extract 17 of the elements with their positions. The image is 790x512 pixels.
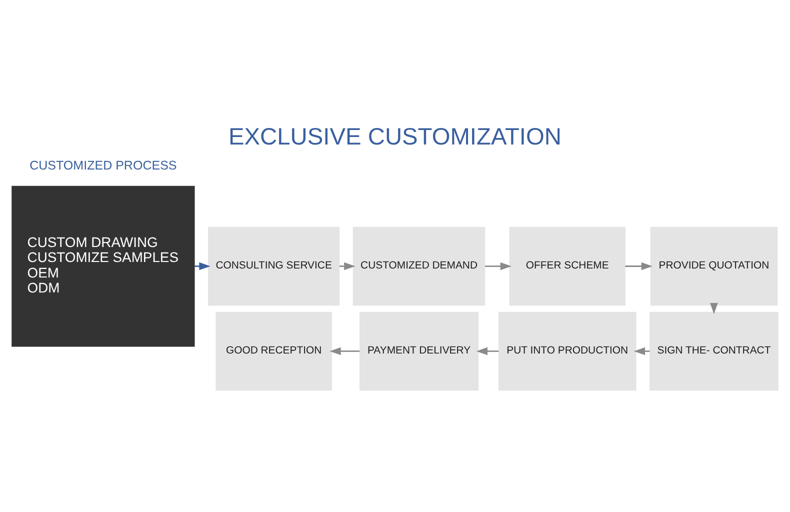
node-box: PAYMENT DELIVERY — [359, 311, 479, 390]
arrow — [634, 346, 650, 355]
node-box: SIGN THE- CONTRACT — [650, 311, 778, 390]
arrow — [476, 346, 499, 355]
arrow — [625, 262, 652, 270]
diagram-title: EXCLUSIVE CUSTOMIZATION — [228, 124, 562, 150]
node-box: OFFER SCHEME — [509, 226, 626, 306]
node-box: CUSTOM DRAWING CUSTOMIZE SAMPLES OEM ODM — [12, 185, 195, 346]
node-box: CONSULTING SERVICE — [208, 226, 340, 306]
label: CUSTOMIZED PROCESS — [30, 158, 177, 172]
arrow — [194, 262, 210, 270]
node-box: CUSTOMIZED DEMAND — [352, 226, 486, 306]
node-box: PUT INTO PRODUCTION — [498, 311, 636, 390]
arrow — [339, 262, 356, 270]
arrow — [485, 262, 512, 270]
arrow — [330, 346, 360, 355]
node-box: GOOD RECEPTION — [216, 311, 332, 390]
